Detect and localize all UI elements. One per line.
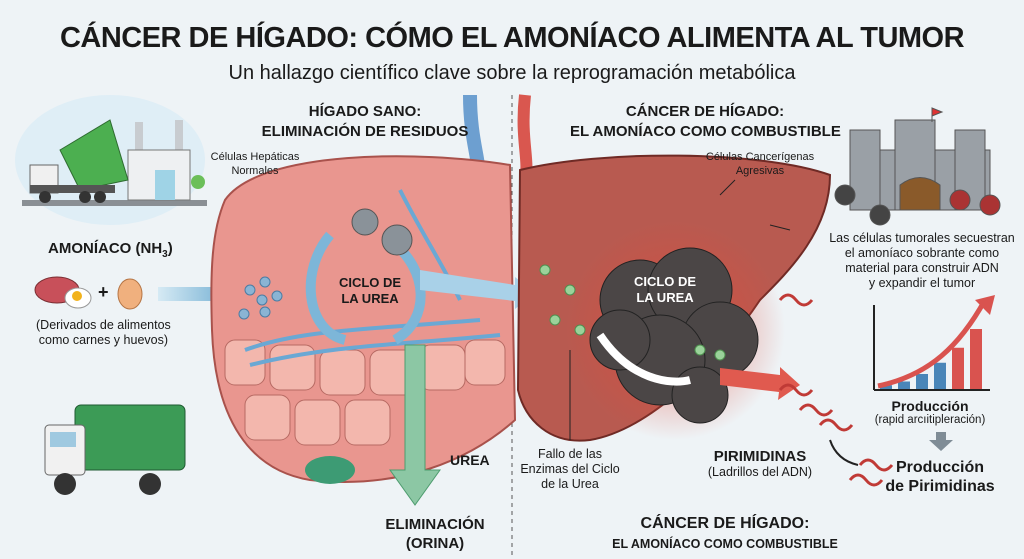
urea-label: UREA <box>450 452 490 468</box>
dna-icons <box>778 293 894 487</box>
gears-icon <box>351 208 413 256</box>
growth-arrow <box>877 298 988 389</box>
pyrimidines-label: PIRIMIDINAS(Ladrillos del ADN) <box>707 448 813 479</box>
chart-bar <box>898 381 910 389</box>
meat-egg-icon <box>34 276 143 310</box>
ammonia-label: AMONÍACO (NH3) <box>48 240 173 260</box>
chart-bar <box>934 362 946 389</box>
cancer-header: CÁNCER DE HÍGADO:EL AMONÍACO COMO COMBUS… <box>570 103 841 140</box>
chart-bar <box>952 347 964 389</box>
chart-bar <box>916 374 928 389</box>
to-cancer-arrow <box>420 270 535 309</box>
garbage-truck-icon <box>44 404 186 495</box>
page-subtitle: Un hallazgo científico clave sobre la re… <box>228 62 796 84</box>
down-arrow <box>929 432 953 451</box>
elimination-label: ELIMINACIÓN(ORINA) <box>385 516 485 552</box>
page-title: CÁNCER DE HÍGADO: CÓMO EL AMONÍACO ALIME… <box>59 22 965 54</box>
cancer-footer: CÁNCER DE HÍGADO:EL AMONÍACO COMO COMBUS… <box>612 515 838 551</box>
chart-bar <box>880 385 892 389</box>
chart-bar <box>970 329 982 389</box>
healthy-header: HÍGADO SANO:ELIMINACIÓN DE RESIDUOS <box>261 103 469 140</box>
red-arrow <box>720 367 800 400</box>
truck-factory-icon <box>15 95 207 225</box>
plus-sign: + <box>98 282 109 302</box>
growth-chart <box>873 295 995 391</box>
production-label: Producción(rapid arcıitipleración) <box>874 398 986 426</box>
castle-icon <box>834 107 1001 226</box>
urea-arrow <box>389 344 441 506</box>
